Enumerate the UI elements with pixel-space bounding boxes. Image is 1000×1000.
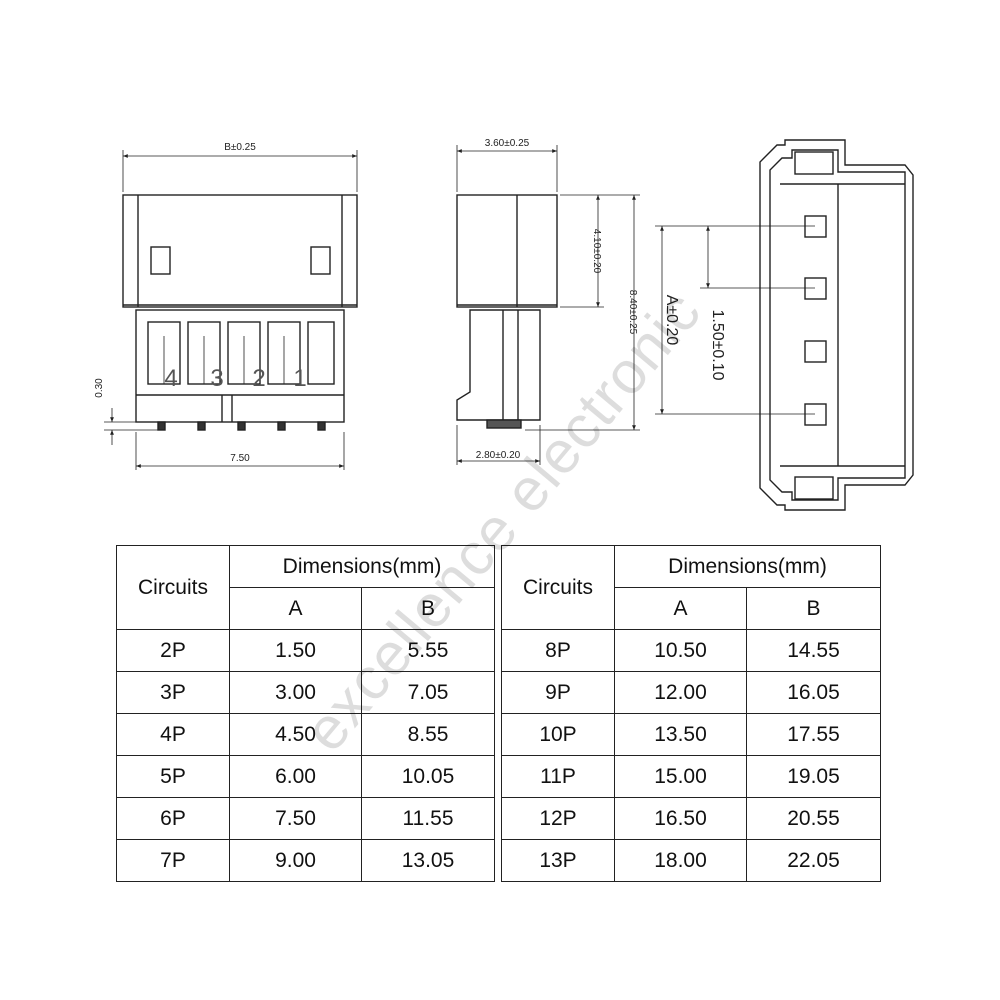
top-dim-pitch: 1.50±0.10: [709, 309, 726, 380]
side-dim-total: 8.40±0.25: [627, 290, 638, 335]
front-dim-bottom: 7.50: [230, 453, 250, 464]
cell-circuits: 3P: [116, 671, 230, 714]
header-col-b: B: [361, 587, 495, 630]
cell-b: 16.05: [746, 671, 881, 714]
header-circuits: Circuits: [116, 545, 230, 630]
cell-circuits: 4P: [116, 713, 230, 756]
cell-circuits: 5P: [116, 755, 230, 798]
front-view: [104, 150, 358, 470]
cell-circuits: 11P: [501, 755, 615, 798]
header-circuits: Circuits: [501, 545, 615, 630]
cell-b: 19.05: [746, 755, 881, 798]
table-row: 11P 15.00 19.05: [501, 755, 881, 798]
pin-number: 2: [252, 365, 265, 392]
cell-circuits: 8P: [501, 629, 615, 672]
table-row: 7P 9.00 13.05: [116, 839, 495, 882]
cell-circuits: 9P: [501, 671, 615, 714]
cell-b: 10.05: [361, 755, 495, 798]
cell-circuits: 12P: [501, 797, 615, 840]
cell-a: 9.00: [229, 839, 362, 882]
header-col-b: B: [746, 587, 881, 630]
cell-a: 13.50: [614, 713, 747, 756]
cell-a: 7.50: [229, 797, 362, 840]
cell-a: 16.50: [614, 797, 747, 840]
side-view: [456, 145, 640, 465]
table-row: 3P 3.00 7.05: [116, 671, 495, 714]
cell-a: 10.50: [614, 629, 747, 672]
top-view: [655, 139, 914, 511]
table-row: 10P 13.50 17.55: [501, 713, 881, 756]
side-dim-upper: 4.10±0.20: [591, 229, 602, 274]
front-dim-top: B±0.25: [224, 142, 256, 153]
top-dim-a: A±0.20: [663, 295, 680, 346]
cell-a: 15.00: [614, 755, 747, 798]
cell-b: 20.55: [746, 797, 881, 840]
header-col-a: A: [614, 587, 747, 630]
table-row: 8P 10.50 14.55: [501, 629, 881, 672]
table-row: 13P 18.00 22.05: [501, 839, 881, 882]
table-row: 9P 12.00 16.05: [501, 671, 881, 714]
cell-b: 22.05: [746, 839, 881, 882]
table-row: 6P 7.50 11.55: [116, 797, 495, 840]
cell-circuits: 7P: [116, 839, 230, 882]
pin-number: 1: [293, 365, 306, 392]
cell-a: 1.50: [229, 629, 362, 672]
cell-circuits: 13P: [501, 839, 615, 882]
cell-a: 3.00: [229, 671, 362, 714]
pin-number: 3: [210, 365, 223, 392]
cell-circuits: 10P: [501, 713, 615, 756]
front-dim-side: 0.30: [94, 378, 105, 398]
cell-b: 14.55: [746, 629, 881, 672]
header-dimensions: Dimensions(mm): [614, 545, 881, 588]
cell-b: 17.55: [746, 713, 881, 756]
table-row: 12P 16.50 20.55: [501, 797, 881, 840]
side-dim-bottom: 2.80±0.20: [476, 450, 521, 461]
table-row: 5P 6.00 10.05: [116, 755, 495, 798]
connector-drawing: B±0.25 0.30 7.50 4 3 2 1 3.60±0.25 4.10±…: [94, 138, 914, 511]
cell-b: 13.05: [361, 839, 495, 882]
cell-circuits: 6P: [116, 797, 230, 840]
cell-b: 11.55: [361, 797, 495, 840]
dimensions-table-left: Circuits Dimensions(mm) A B 2P 1.50 5.55…: [116, 545, 495, 882]
table-row: 4P 4.50 8.55: [116, 713, 495, 756]
cell-a: 12.00: [614, 671, 747, 714]
dimensions-table-right: Circuits Dimensions(mm) A B 8P 10.50 14.…: [501, 545, 881, 882]
cell-circuits: 2P: [116, 629, 230, 672]
side-dim-top: 3.60±0.25: [485, 138, 530, 149]
pin-number: 4: [164, 365, 177, 392]
table-row: 2P 1.50 5.55: [116, 629, 495, 672]
cell-a: 18.00: [614, 839, 747, 882]
header-col-a: A: [229, 587, 362, 630]
cell-b: 8.55: [361, 713, 495, 756]
